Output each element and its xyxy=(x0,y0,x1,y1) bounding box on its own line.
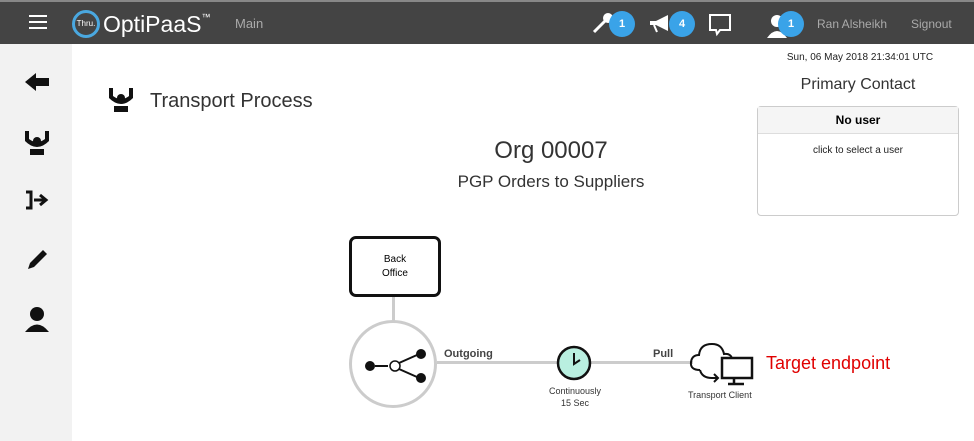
outgoing-label: Outgoing xyxy=(444,348,493,360)
contact-hint: click to select a user xyxy=(812,145,904,156)
sidebar xyxy=(0,44,72,441)
transport-process-title-icon xyxy=(109,88,133,112)
schedule-label: Continuously 15 Sec xyxy=(535,385,615,409)
top-bar: Thru. OptiPaaS ™ Main 1 4 1 Ran Alsheikh… xyxy=(0,0,974,44)
sign-in-icon[interactable] xyxy=(22,185,52,215)
logo-text: OptiPaaS xyxy=(103,10,202,37)
megaphone-icon[interactable] xyxy=(648,14,672,34)
cloud-computer-icon[interactable] xyxy=(688,340,756,388)
primary-contact-title: Primary Contact xyxy=(800,76,916,93)
pull-label: Pull xyxy=(653,348,674,360)
target-endpoint-annotation: Target endpoint xyxy=(766,353,891,373)
org-name: Org 00007 xyxy=(494,137,608,164)
back-office-label-1: Back xyxy=(383,254,407,265)
announcements-badge: 4 xyxy=(669,11,695,37)
fan-out-icon xyxy=(365,349,426,383)
schedule-mode: Continuously xyxy=(548,386,602,396)
logo-badge: Thru. xyxy=(72,10,100,38)
signout-link[interactable]: Signout xyxy=(911,17,952,31)
tools-badge: 1 xyxy=(609,11,635,37)
timestamp: Sun, 06 May 2018 21:34:01 UTC xyxy=(786,52,934,63)
user-badge: 1 xyxy=(778,11,804,37)
transport-client-label: Transport Client xyxy=(688,390,752,400)
transport-process-icon[interactable] xyxy=(22,127,52,157)
logo-tm: ™ xyxy=(201,12,211,22)
chat-icon[interactable] xyxy=(708,13,732,37)
page-title: Transport Process xyxy=(150,90,313,112)
back-office-node[interactable]: Back Office xyxy=(349,236,441,297)
user-name[interactable]: Ran Alsheikh xyxy=(817,17,888,31)
edit-pencil-icon[interactable] xyxy=(22,245,52,275)
support-agent-icon[interactable] xyxy=(22,303,52,333)
nav-main[interactable]: Main xyxy=(235,16,264,31)
diagram-line-vertical xyxy=(392,296,395,324)
contact-header: No user xyxy=(758,107,958,134)
menu-icon[interactable] xyxy=(29,15,47,29)
logo[interactable]: Thru. OptiPaaS ™ xyxy=(72,8,210,40)
schedule-interval: 15 Sec xyxy=(560,398,590,408)
back-office-label-2: Office xyxy=(382,268,408,279)
router-node[interactable] xyxy=(349,320,437,408)
back-arrow-icon[interactable] xyxy=(22,67,52,97)
clock-icon[interactable] xyxy=(556,345,592,381)
primary-contact-card[interactable]: No user click to select a user xyxy=(757,106,959,216)
process-subtitle: PGP Orders to Suppliers xyxy=(457,172,645,191)
